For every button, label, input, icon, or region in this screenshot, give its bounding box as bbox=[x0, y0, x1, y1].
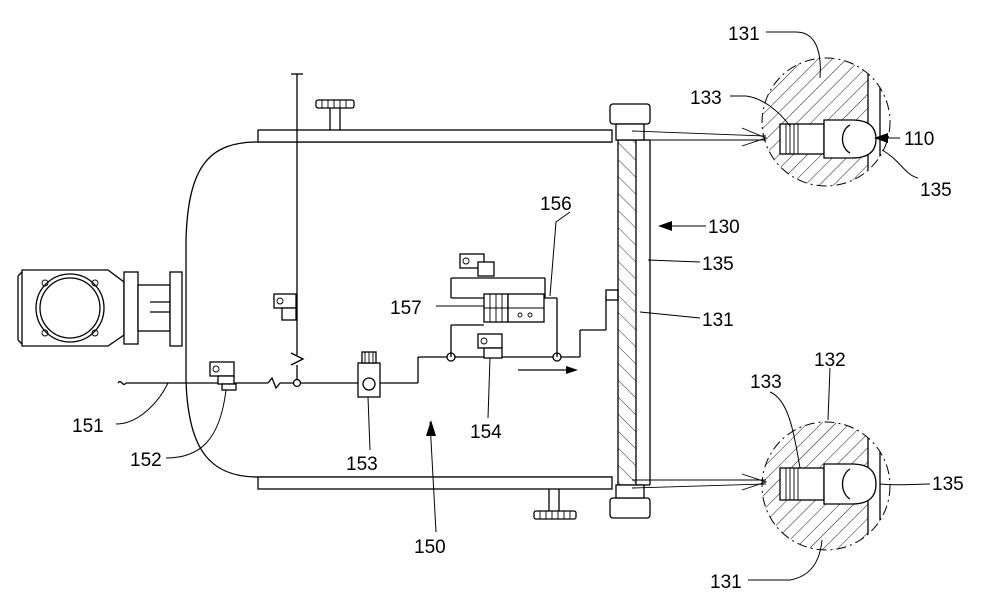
door-panel bbox=[610, 104, 766, 518]
label-152: 152 bbox=[130, 450, 162, 471]
label-156: 156 bbox=[540, 194, 572, 215]
label-135-mid: 135 bbox=[702, 254, 734, 275]
label-133-bot: 133 bbox=[750, 372, 782, 393]
label-132: 132 bbox=[814, 350, 846, 371]
label-135-top: 135 bbox=[920, 180, 952, 201]
detail-view-bottom bbox=[760, 420, 898, 552]
label-130: 130 bbox=[708, 217, 740, 238]
detail-view-top bbox=[760, 56, 898, 188]
label-157: 157 bbox=[390, 298, 422, 319]
solenoid-valve-154 bbox=[478, 334, 502, 358]
label-133-top: 133 bbox=[690, 88, 722, 109]
label-135-bot: 135 bbox=[932, 474, 964, 495]
label-151: 151 bbox=[72, 416, 104, 437]
top-handwheel bbox=[316, 100, 354, 130]
label-110: 110 bbox=[904, 129, 934, 150]
piping-system bbox=[118, 74, 618, 397]
solenoid-valve-vent bbox=[274, 294, 296, 320]
label-154: 154 bbox=[470, 422, 502, 443]
solenoid-valve-152 bbox=[210, 362, 236, 390]
bottom-handwheel bbox=[534, 489, 576, 519]
motor bbox=[18, 270, 182, 346]
solenoid-valve-upper bbox=[460, 254, 494, 276]
label-131-bot: 131 bbox=[710, 572, 742, 593]
arrow-150-icon bbox=[426, 420, 436, 436]
label-153: 153 bbox=[346, 454, 378, 475]
label-150: 150 bbox=[414, 537, 446, 558]
label-131-mid: 131 bbox=[702, 310, 734, 331]
label-131-top: 131 bbox=[728, 24, 760, 45]
